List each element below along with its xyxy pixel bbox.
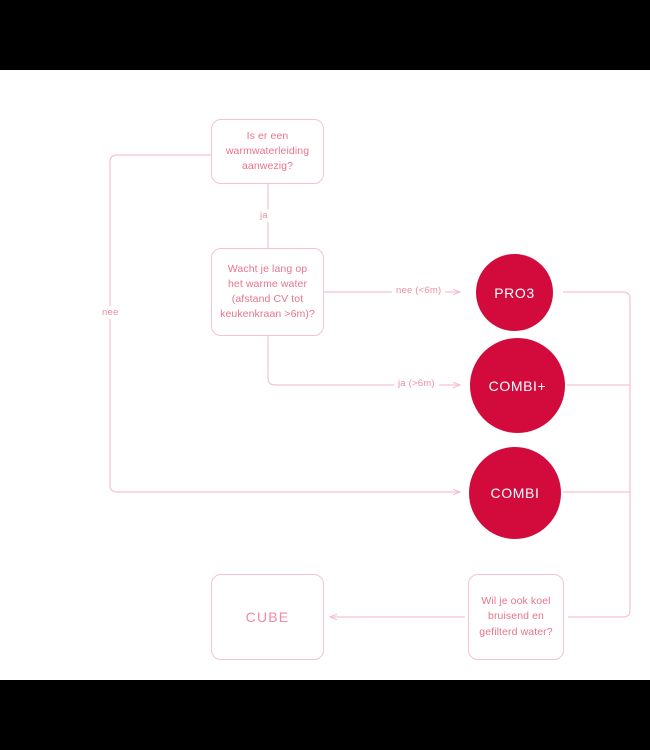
result-circle-pro3[interactable]: PRO3: [476, 254, 553, 331]
decision-box-warmwaterleiding[interactable]: Is er een warmwaterleiding aanwezig?: [211, 119, 324, 184]
flowchart-stage: Is er een warmwaterleiding aanwezig? Wac…: [0, 70, 650, 680]
result-box-cube[interactable]: CUBE: [211, 574, 324, 660]
result-circle-combiplus[interactable]: COMBI+: [470, 338, 565, 433]
edge-label-q1-ja: ja: [256, 209, 272, 222]
result-circle-combi[interactable]: COMBI: [469, 447, 561, 539]
edge-label-q2-ja: ja (>6m): [394, 377, 439, 390]
edge-label-q1-nee: nee: [98, 306, 123, 319]
decision-box-bruisend-water[interactable]: Wil je ook koel bruisend en gefilterd wa…: [468, 574, 564, 660]
edge-label-q2-nee: nee (<6m): [392, 284, 446, 297]
decision-box-wachttijd[interactable]: Wacht je lang op het warme water (afstan…: [211, 248, 324, 336]
edge-pro3-to-q3: [563, 291, 631, 618]
